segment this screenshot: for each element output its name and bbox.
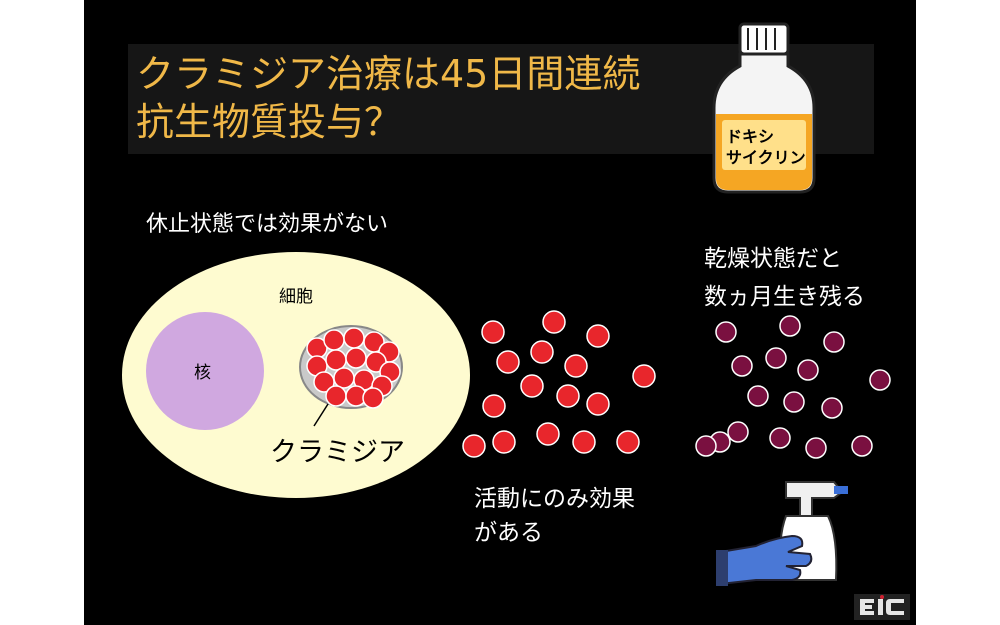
cell-label: 細胞 [279,287,313,307]
active-bacterium [564,354,588,378]
chlamydia-cell [325,385,347,407]
chlamydia-cell [333,367,355,389]
dry-caption-line-1: 乾燥状態だと [704,246,842,272]
slide: クラミジア治療は45日間連続 抗生物質投与？ ドキシ サイクリン 休止状態では効… [84,0,916,625]
active-state-caption: 活動にのみ効果 がある [474,482,635,550]
dormant-bacterium [765,347,787,369]
right-letterbox [916,0,1000,625]
active-bacterium [482,394,506,418]
chlamydia-cell [345,347,367,369]
dormant-bacterium [805,437,827,459]
resting-state-caption: 休止状態では効果がない [146,212,389,237]
left-letterbox [0,0,84,625]
nucleus [146,312,264,430]
active-bacterium [542,310,566,334]
dormant-bacterium [715,321,737,343]
chlamydia-cell [362,387,384,409]
dormant-bacterium [851,435,873,457]
active-bacterium [572,430,596,454]
bacteria-layer [306,310,891,459]
active-bacterium [520,374,544,398]
active-bacterium [586,392,610,416]
dormant-bacterium [731,355,753,377]
spray-bottle-hand-icon [716,481,848,586]
dormant-bacterium [747,385,769,407]
active-bacterium [496,350,520,374]
active-bacterium [530,340,554,364]
active-bacterium [536,422,560,446]
active-caption-line-2: がある [474,520,543,546]
active-bacterium [632,364,656,388]
nucleus-label: 核 [194,363,211,383]
dormant-bacterium [869,369,891,391]
title-line-1: クラミジア治療は45日間連続 [136,52,641,96]
active-bacterium [492,430,516,454]
active-bacterium [616,430,640,454]
bottle-label-line-2: サイクリン [726,148,806,167]
chlamydia-label: クラミジア [270,437,405,468]
dormant-bacterium [727,421,749,443]
dry-state-caption: 乾燥状態だと 数ヵ月生き残る [704,240,865,316]
dormant-bacterium [769,427,791,449]
dry-caption-line-2: 数ヵ月生き残る [704,284,865,310]
eic-logo [854,594,910,620]
title-line-2: 抗生物質投与？ [136,100,403,144]
pointer-line [313,403,329,427]
active-caption-line-1: 活動にのみ効果 [474,486,635,512]
slide-title: クラミジア治療は45日間連続 抗生物質投与？ [136,50,640,146]
dormant-bacterium [695,435,717,457]
active-bacterium [462,434,486,458]
chlamydia-cell [325,349,347,371]
active-bacterium [556,384,580,408]
medicine-bottle-icon [712,22,816,194]
chlamydia-cell [313,371,335,393]
dormant-bacterium [779,315,801,337]
dormant-bacterium [821,397,843,419]
active-bacterium [481,320,505,344]
bottle-label: ドキシ サイクリン [726,126,806,168]
active-bacterium [586,324,610,348]
dormant-bacterium [797,359,819,381]
chlamydia-cell [343,327,365,349]
chlamydia-cell [323,329,345,351]
dormant-bacterium [783,391,805,413]
bottle-label-line-1: ドキシ [726,127,775,146]
dormant-bacterium [823,331,845,353]
